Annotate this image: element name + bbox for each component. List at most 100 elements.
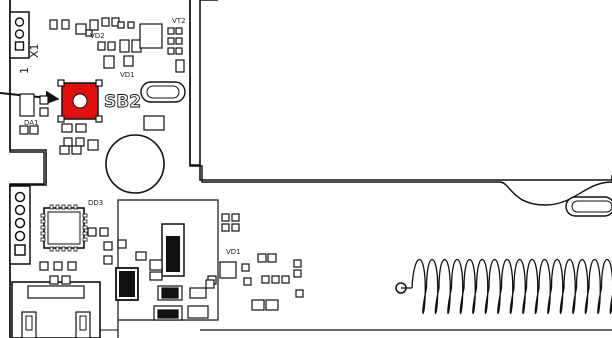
smd-pad — [175, 27, 183, 35]
button-sb2 — [57, 79, 103, 123]
component-large — [115, 223, 185, 301]
smd-pad — [101, 17, 110, 27]
mounting-hole — [105, 134, 165, 194]
smd-pad — [75, 123, 87, 133]
smd-pad — [167, 47, 175, 55]
smd-pad — [87, 227, 97, 237]
smd-pad — [59, 145, 70, 155]
smd-pad — [49, 19, 58, 30]
chip-dd3 — [43, 207, 85, 249]
smd-pad — [107, 41, 116, 51]
usb-connector — [11, 281, 101, 338]
smd-pad — [123, 55, 134, 67]
smd-pad — [61, 204, 66, 210]
spring — [411, 258, 612, 314]
smd-pad — [39, 261, 49, 271]
smd-pad — [127, 21, 135, 29]
label-vt2: VT2 — [172, 17, 186, 25]
smd-pad — [149, 259, 163, 271]
dd3-pins — [40, 204, 88, 252]
smd-pad — [89, 19, 99, 31]
smd-pad — [82, 225, 88, 230]
smd-pad — [19, 125, 29, 135]
label-vd1-bottom: VD1 — [226, 248, 241, 256]
smd-pad — [265, 299, 279, 311]
smd-pad — [267, 253, 277, 263]
smd-pad — [231, 213, 240, 222]
smd-pad — [103, 241, 113, 251]
label-da1: DA1 — [24, 119, 39, 127]
smd-pad — [87, 139, 99, 151]
smd-pad — [49, 204, 54, 210]
smd-pad — [221, 213, 230, 222]
smd-pad — [55, 204, 60, 210]
smd-pad — [221, 223, 230, 232]
smd-pad — [61, 246, 66, 252]
smd-pad — [149, 271, 163, 281]
smd-pad — [71, 145, 82, 155]
smd-pad — [67, 246, 72, 252]
smd-pad — [251, 299, 265, 311]
smd-pad — [99, 227, 109, 237]
smd-pad — [281, 275, 290, 284]
smd-pad — [82, 237, 88, 242]
smd-pad — [29, 125, 39, 135]
smd-pad — [293, 259, 302, 268]
smd-pad — [257, 253, 267, 263]
smd-pad — [103, 55, 115, 69]
smd-pad — [67, 204, 72, 210]
smd-pad — [175, 47, 183, 55]
smd-pad — [97, 41, 106, 51]
smd-pad — [119, 39, 130, 53]
smd-pad — [67, 261, 77, 271]
smd-pad — [61, 123, 73, 133]
smd-pad — [243, 277, 252, 286]
smd-pad — [49, 246, 54, 252]
smd-pad — [175, 37, 183, 45]
smd-pad — [82, 219, 88, 224]
smd-pad — [117, 239, 127, 249]
smd-pad — [189, 287, 207, 299]
smd-pad — [175, 59, 185, 73]
smd-pad — [40, 231, 46, 236]
smd-pad — [55, 246, 60, 252]
smd-pad — [82, 213, 88, 218]
smd-pad — [40, 237, 46, 242]
smd-pad — [39, 107, 49, 117]
connector-x1 — [9, 11, 30, 59]
smd-pad — [19, 93, 35, 117]
smd-pad — [53, 261, 63, 271]
smd-pad — [261, 275, 270, 284]
smd-pad — [161, 287, 179, 299]
smd-pad — [40, 213, 46, 218]
smd-pad — [61, 275, 71, 285]
smd-pad — [271, 275, 280, 284]
label-vd1-top: VD1 — [120, 71, 135, 79]
smd-pad — [167, 27, 175, 35]
smd-pad — [73, 246, 78, 252]
smd-pad — [135, 251, 147, 261]
smd-pad — [241, 263, 250, 272]
smd-pad — [157, 309, 179, 319]
connector-left — [9, 185, 31, 265]
smd-pad — [49, 275, 59, 285]
smd-pad — [61, 19, 70, 30]
smd-components — [19, 17, 304, 321]
label-sb2: SB2 — [104, 92, 141, 112]
smd-pad — [139, 23, 163, 49]
label-x1: X1 — [28, 43, 41, 58]
smd-pad — [85, 29, 93, 37]
smd-pad — [75, 23, 87, 35]
smd-pad — [293, 269, 302, 278]
smd-pad — [295, 289, 304, 298]
smd-pad — [103, 255, 113, 265]
smd-pad — [187, 305, 209, 319]
smd-pad — [82, 231, 88, 236]
smd-pad — [219, 261, 237, 279]
label-dd3: DD3 — [88, 199, 103, 207]
smd-pad — [63, 137, 73, 147]
smd-pad — [231, 223, 240, 232]
smd-pad — [205, 279, 215, 289]
